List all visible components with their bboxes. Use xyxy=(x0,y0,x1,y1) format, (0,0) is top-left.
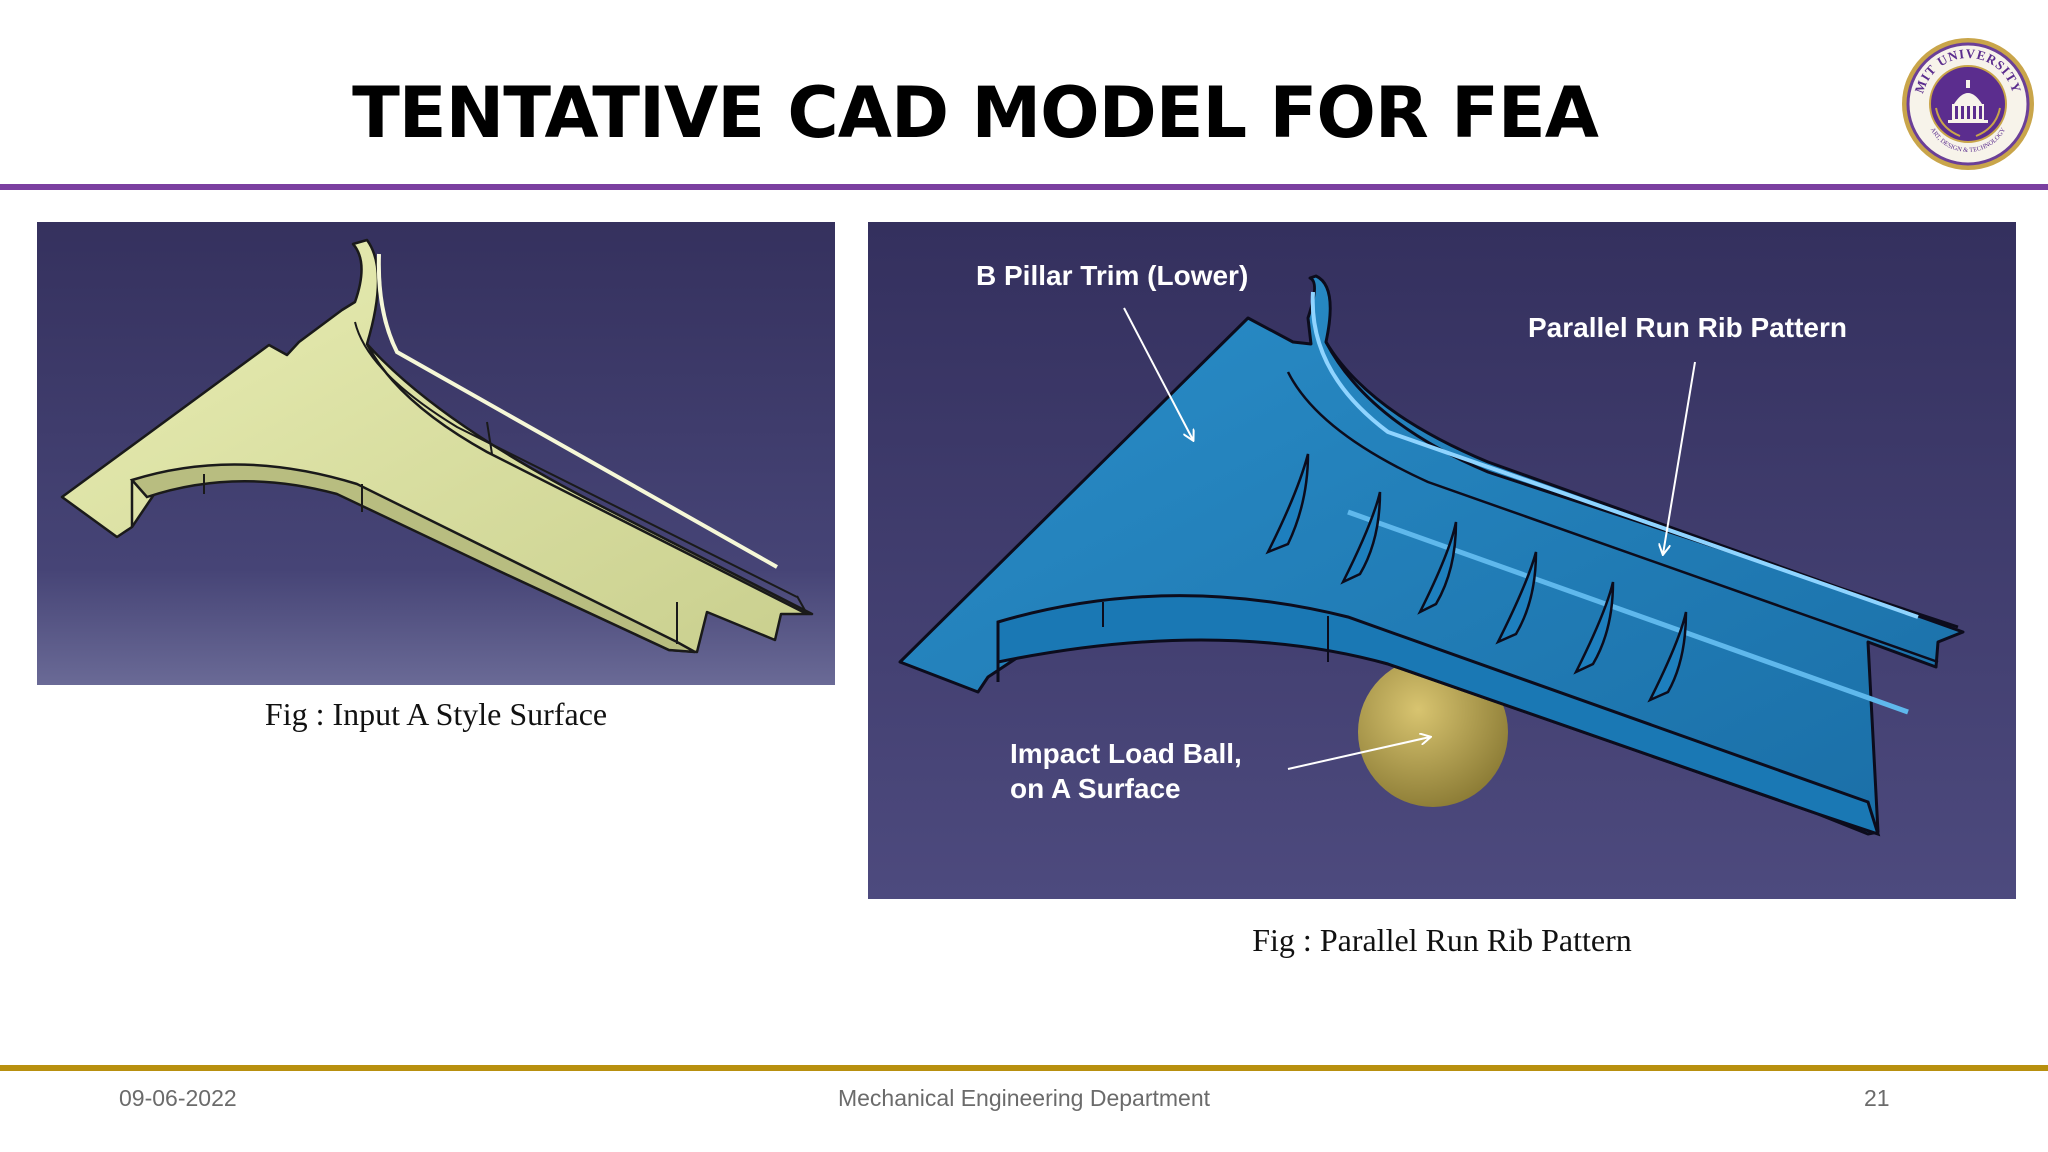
footer-department: Mechanical Engineering Department xyxy=(837,1085,1211,1111)
university-logo: MIT UNIVERSITY ART, DESIGN & TECHNOLOGY xyxy=(1902,38,2034,170)
rib-pattern-figure: B Pillar Trim (Lower) Parallel Run Rib P… xyxy=(868,222,2016,899)
callout-rib-pattern: Parallel Run Rib Pattern xyxy=(1528,312,1847,343)
callout-impact-line2: on A Surface xyxy=(1010,773,1181,804)
callout-b-pillar: B Pillar Trim (Lower) xyxy=(976,260,1248,291)
right-figure-caption: Fig : Parallel Run Rib Pattern xyxy=(1252,922,1632,958)
impact-ball xyxy=(1358,657,1508,807)
footer-date: 09-06-2022 xyxy=(119,1085,237,1111)
title-divider xyxy=(0,184,2048,190)
page-number: 21 xyxy=(1864,1085,1890,1111)
footer-divider xyxy=(0,1065,2048,1071)
left-figure-caption: Fig : Input A Style Surface xyxy=(264,696,608,732)
input-surface-figure xyxy=(37,222,835,685)
callout-impact-line1: Impact Load Ball, xyxy=(1010,738,1242,769)
slide-title: TENTATIVE CAD MODEL FOR FEA xyxy=(352,72,1599,154)
